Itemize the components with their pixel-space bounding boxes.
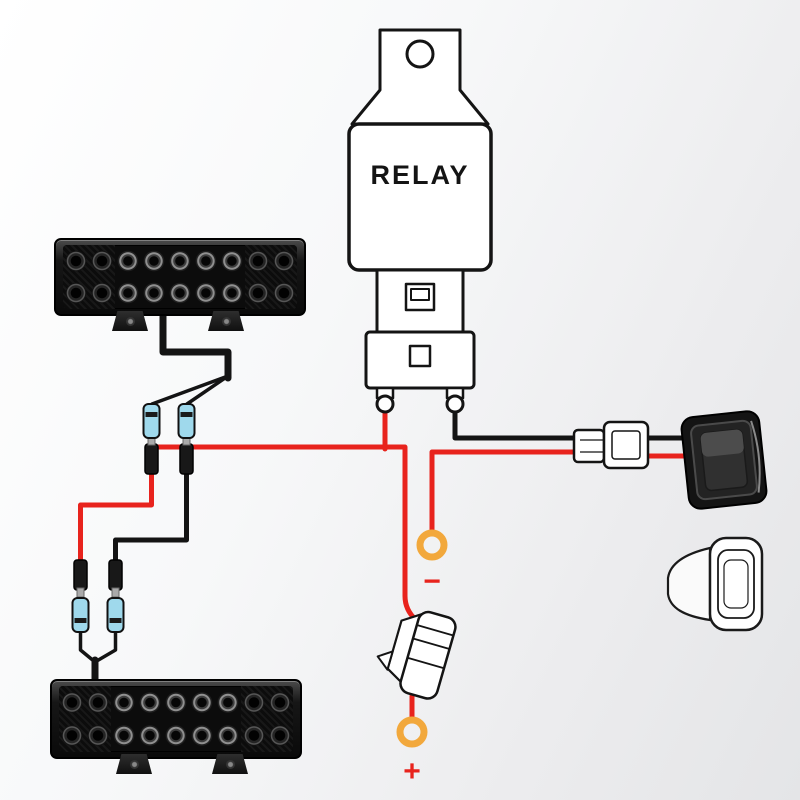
- flood-led-section-right: [241, 686, 293, 752]
- relay-body: [347, 122, 493, 272]
- fuse-holder-body: [399, 610, 457, 700]
- relay-terminal-right: [445, 394, 465, 414]
- connector-housing-lines: [580, 439, 604, 453]
- panel-front-inner-ring: [717, 549, 755, 619]
- relay-mounting-hole: [405, 39, 435, 69]
- wire-harness-red-segment: [78, 469, 154, 569]
- mounting-bracket: [116, 754, 152, 774]
- panel-front-opening: [723, 559, 749, 609]
- led-array: [59, 686, 293, 752]
- flood-led-section-left: [63, 245, 115, 309]
- black-wires: [78, 310, 697, 692]
- male-connector: [108, 559, 123, 591]
- wire-lightbar-bottom-lead-right: [93, 630, 118, 664]
- wire-lightbar-top-split-right: [185, 374, 230, 406]
- female-connector-cyan: [142, 403, 161, 439]
- mounting-bracket: [212, 754, 248, 774]
- relay-label: RELAY: [370, 160, 469, 190]
- relay: RELAY: [347, 28, 493, 414]
- ring-terminal-negative: −: [416, 529, 448, 598]
- connector-housing-right: [602, 420, 650, 470]
- led-light-bar-top: [54, 238, 306, 316]
- male-connector: [144, 443, 159, 475]
- ring-terminal-positive: +: [396, 716, 428, 788]
- female-connector-cyan: [106, 597, 125, 633]
- fuse-holder: [376, 610, 457, 700]
- negative-label: −: [423, 565, 441, 598]
- switch-panel-outline: [666, 536, 764, 632]
- quick-connector-pair-upper: [142, 403, 196, 475]
- rocker-switch: [680, 410, 768, 510]
- male-connector-tab: [76, 587, 85, 598]
- female-connector-cyan: [71, 597, 90, 633]
- switch-connector: [572, 420, 650, 470]
- flood-led-section-left: [59, 686, 111, 752]
- wire-lightbar-top-split-left: [150, 374, 230, 406]
- connector-housing-left: [572, 428, 606, 464]
- positive-label: +: [403, 755, 421, 788]
- male-connector-tab: [111, 587, 120, 598]
- relay-base-center: [408, 344, 432, 368]
- positive-ring-icon: [396, 716, 428, 748]
- male-connector: [179, 443, 194, 475]
- fuse-holder-clip: [376, 650, 394, 671]
- switch-rocker-highlight: [700, 429, 744, 457]
- female-connector-band: [145, 412, 158, 417]
- led-array: [63, 245, 297, 309]
- wire-relay-to-connector-black: [452, 401, 579, 441]
- panel-front-face: [708, 536, 764, 632]
- relay-mounting-tab: [350, 28, 490, 126]
- male-connector: [73, 559, 88, 591]
- negative-ring-icon: [416, 529, 448, 561]
- mounting-bracket: [112, 311, 148, 331]
- panel-side-wedge: [666, 546, 712, 622]
- fuse-holder-ribs: [407, 624, 454, 670]
- led-light-bar-bottom: [50, 679, 302, 759]
- relay-terminal-left: [375, 394, 395, 414]
- female-connector-cyan: [177, 403, 196, 439]
- switch-edge-highlight: [750, 420, 761, 493]
- connector-housing-detail: [611, 430, 641, 460]
- wire-lightbar-top-lead: [159, 310, 232, 382]
- wire-lightbar-bottom-lead-left: [78, 630, 97, 664]
- wire-harness-black-segment: [113, 469, 189, 569]
- female-connector-band: [180, 412, 193, 417]
- female-connector-band: [109, 618, 122, 623]
- quick-connector-pair-lower: [71, 559, 125, 633]
- mounting-bracket: [208, 311, 244, 331]
- female-connector-band: [74, 618, 87, 623]
- wire-switch-to-negative-ring: [429, 449, 577, 536]
- relay-latch-inner: [410, 288, 430, 301]
- flood-led-section-right: [245, 245, 297, 309]
